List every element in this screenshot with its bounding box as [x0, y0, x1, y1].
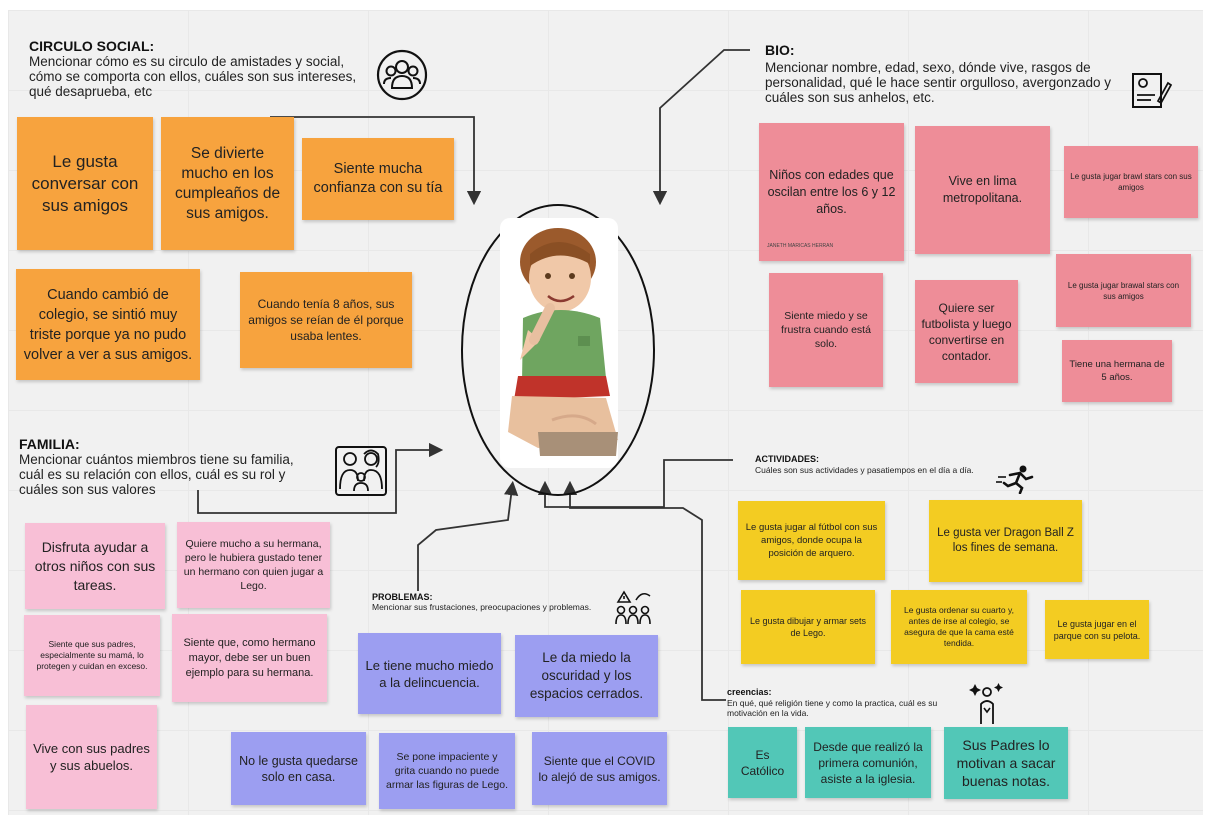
social-note: Cuando cambió de colegio, se sintió muy … — [16, 269, 200, 380]
bio-note: Tiene una hermana de 5 años. — [1062, 340, 1172, 402]
group-icon — [376, 49, 428, 101]
creencias-description: En qué, qué religión tiene y como la pra… — [727, 698, 938, 718]
actividades-note: Le gusta ver Dragon Ball Z los fines de … — [929, 500, 1082, 582]
family-icon — [335, 446, 387, 496]
social-note: Se divierte mucho en los cumpleaños de s… — [161, 117, 294, 250]
child-portrait — [500, 218, 618, 468]
bio-note: Quiere ser futbolista y luego convertirs… — [915, 280, 1018, 383]
familia-note: Siente que, como hermano mayor, debe ser… — [172, 614, 327, 702]
bio-note: Le gusta jugar brawl stars con sus amigo… — [1064, 146, 1198, 218]
familia-note: Quiere mucho a su hermana, pero le hubie… — [177, 522, 330, 608]
problemas-title: PROBLEMAS: — [372, 592, 433, 602]
familia-description: Mencionar cuántos miembros tiene su fami… — [19, 452, 294, 497]
familia-note: Siente que sus padres, especialmente su … — [24, 615, 160, 696]
profile-document-icon — [1132, 73, 1172, 108]
actividades-note: Le gusta jugar al fútbol con sus amigos,… — [738, 501, 885, 580]
problems-people-icon — [615, 590, 651, 625]
problemas-note: Le tiene mucho miedo a la delincuencia. — [358, 633, 501, 714]
problemas-note: No le gusta quedarse solo en casa. — [231, 732, 366, 805]
bio-signature: JANETH MARICAS HERRAN — [767, 243, 834, 249]
actividades-note: Le gusta dibujar y armar sets de Lego. — [741, 590, 875, 664]
bio-note: Vive en lima metropolitana. — [915, 126, 1050, 254]
connector-lines — [197, 49, 750, 701]
creencias-note: Es Católico — [728, 727, 797, 798]
bio-note: Niños con edades que oscilan entre los 6… — [759, 123, 904, 261]
familia-note: Vive con sus padres y sus abuelos. — [26, 705, 157, 809]
actividades-note: Le gusta jugar en el parque con su pelot… — [1045, 600, 1149, 659]
bio-description: Mencionar nombre, edad, sexo, dónde vive… — [765, 60, 1111, 105]
actividades-description: Cuáles son sus actividades y pasatiempos… — [755, 465, 974, 475]
problemas-note: Se pone impaciente y grita cuando no pue… — [379, 733, 515, 809]
actividades-title: ACTIVIDADES: — [755, 454, 820, 464]
canvas: CIRCULO SOCIAL: Mencionar cómo es su cir… — [8, 10, 1203, 815]
creencias-note: Desde que realizó la primera comunión, a… — [805, 727, 931, 798]
social-note: Siente mucha confianza con su tía — [302, 138, 454, 220]
creencias-note: Sus Padres lo motivan a sacar buenas not… — [944, 727, 1068, 799]
problemas-note: Le da miedo la oscuridad y los espacios … — [515, 635, 658, 717]
bio-note-text: Niños con edades que oscilan entre los 6… — [767, 167, 896, 216]
problemas-description: Mencionar sus frustaciones, preocupacion… — [372, 602, 592, 612]
social-description: Mencionar cómo es su circulo de amistade… — [29, 54, 357, 99]
social-note: Le gusta conversar con sus amigos — [17, 117, 153, 250]
bio-note: Le gusta jugar brawal stars con sus amig… — [1056, 254, 1191, 327]
believer-icon — [969, 683, 1003, 724]
social-note: Cuando tenía 8 años, sus amigos se reían… — [240, 272, 412, 368]
problemas-note: Siente que el COVID lo alejó de sus amig… — [532, 732, 667, 805]
familia-title: FAMILIA: — [19, 436, 80, 452]
social-title: CIRCULO SOCIAL: — [29, 38, 155, 54]
running-person-icon — [996, 465, 1034, 494]
familia-note: Disfruta ayudar a otros niños con sus ta… — [25, 523, 165, 609]
bio-note: Siente miedo y se frustra cuando está so… — [769, 273, 883, 387]
actividades-note: Le gusta ordenar su cuarto y, antes de i… — [891, 590, 1027, 664]
creencias-title: creencias: — [727, 687, 772, 697]
bio-title: BIO: — [765, 42, 795, 58]
